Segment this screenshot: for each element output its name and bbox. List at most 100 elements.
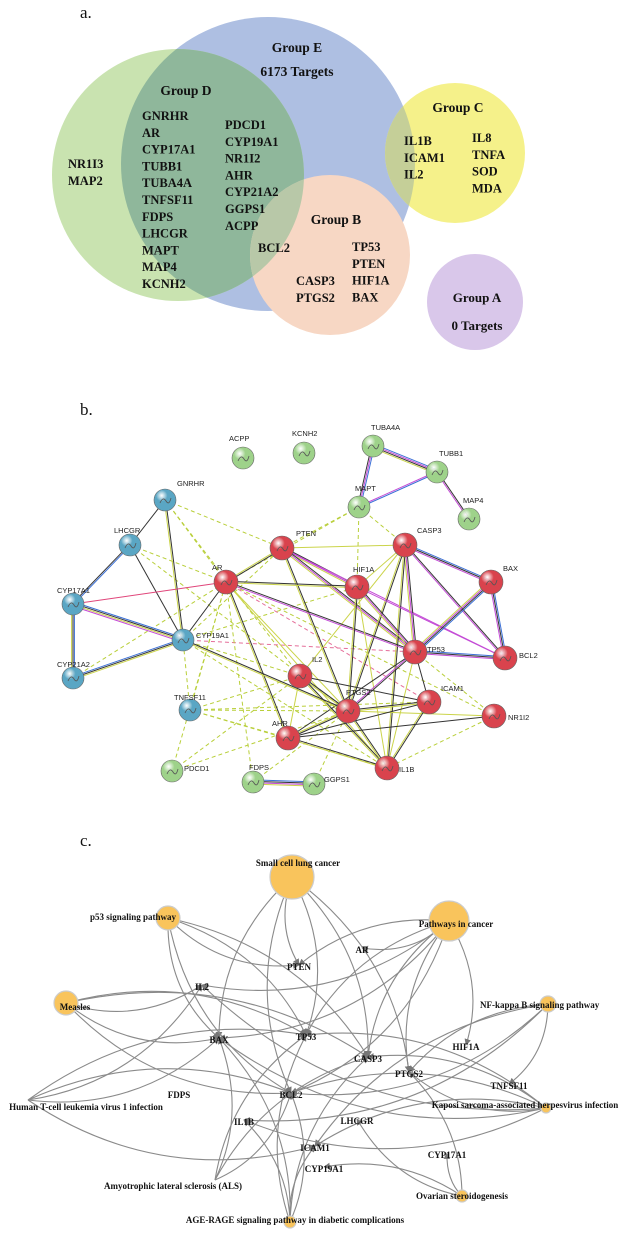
gene-label[interactable]: BAX	[209, 1035, 229, 1045]
ppi-network: b. ACPPKCNH2TUBA4ATUBB1GNRHRMAPTMAP4LHCG…	[57, 400, 538, 796]
pathway-node[interactable]: AGE-RAGE signaling pathway in diabetic c…	[186, 1215, 405, 1229]
ppi-node-bax[interactable]: BAX	[478, 564, 518, 595]
ppi-node-pdcd1[interactable]: PDCD1	[160, 759, 209, 783]
ppi-node-label: MAP4	[463, 496, 483, 505]
ppi-node-mapt[interactable]: MAPT	[347, 484, 376, 519]
ppi-node-gnrhr[interactable]: GNRHR	[153, 479, 205, 512]
pathway-edge	[408, 1071, 547, 1112]
ppi-node-tuba4a[interactable]: TUBA4A	[361, 423, 400, 458]
venn-gene-label: ICAM1	[404, 151, 445, 165]
venn-gene-label: BCL2	[258, 241, 290, 255]
ppi-node-casp3[interactable]: CASP3	[392, 526, 442, 558]
pathway-node[interactable]: Ovarian steroidogenesis	[416, 1189, 509, 1203]
ppi-edge	[348, 702, 430, 713]
venn-gene-label: MAP2	[68, 174, 103, 188]
gene-label[interactable]: FDPS	[168, 1090, 191, 1100]
protein-structure-icon	[485, 579, 498, 586]
ppi-node-il2[interactable]: IL2	[287, 655, 322, 689]
ppi-edge	[491, 581, 507, 658]
pathway-node[interactable]: Measles	[53, 990, 91, 1016]
ppi-edge	[347, 700, 429, 711]
pathway-edge	[167, 917, 369, 1058]
gene-label[interactable]: TP53	[296, 1032, 317, 1042]
ppi-edge	[282, 546, 417, 652]
gene-label[interactable]: IL1B	[234, 1117, 254, 1127]
ppi-edge	[405, 544, 506, 658]
pathway-node[interactable]: p53 signaling pathway	[90, 905, 181, 931]
ppi-edge	[404, 544, 492, 583]
ppi-node-cyp19a1[interactable]: CYP19A1	[171, 628, 229, 652]
protein-structure-icon	[431, 469, 444, 476]
pathway-edge	[508, 1003, 549, 1085]
ppi-node-cyp17a1[interactable]: CYP17A1	[57, 586, 90, 616]
ppi-edge	[372, 446, 437, 474]
gene-label[interactable]: TNFSF11	[490, 1081, 528, 1091]
protein-structure-icon	[247, 779, 260, 786]
venn-gene-label: CYP19A1	[225, 135, 278, 149]
ppi-edge-predicted	[414, 651, 495, 717]
ppi-edge	[299, 675, 430, 703]
protein-structure-icon	[166, 768, 179, 775]
pathway-node[interactable]: NF-kappa B signaling pathway	[480, 995, 600, 1013]
ppi-edge	[281, 544, 406, 549]
ppi-node-map4[interactable]: MAP4	[457, 496, 483, 531]
ppi-edge	[225, 582, 357, 589]
pathway-node-circle	[283, 1215, 297, 1229]
venn-gene-label: TNFSF11	[142, 193, 193, 207]
gene-label[interactable]: PTEN	[287, 962, 312, 972]
ppi-edge	[72, 638, 183, 678]
gene-label[interactable]: ICAM1	[300, 1143, 330, 1153]
gene-label[interactable]: BCL2	[279, 1090, 303, 1100]
gene-label[interactable]: LHCGR	[340, 1116, 374, 1126]
pathway-node[interactable]: Pathways in cancer	[419, 900, 494, 942]
ppi-edge	[73, 601, 184, 639]
ppi-node-nr1i2[interactable]: NR1I2	[481, 703, 529, 729]
pathway-node[interactable]: Small cell lung cancer	[256, 854, 340, 900]
ppi-node-label: TNFSF11	[174, 693, 206, 702]
gene-label[interactable]: CYP17A1	[428, 1150, 467, 1160]
ppi-node-label: IL1B	[399, 765, 414, 774]
ppi-edge	[226, 580, 416, 652]
ppi-node-label: IL2	[312, 655, 322, 664]
ppi-node-label: GNRHR	[177, 479, 205, 488]
ppi-edge	[287, 738, 387, 770]
ppi-node-ahr[interactable]: AHR	[272, 719, 301, 751]
ppi-edge-predicted	[182, 586, 358, 641]
ppi-node-fdps[interactable]: FDPS	[241, 763, 269, 794]
ppi-node-bcl2[interactable]: BCL2	[492, 645, 538, 671]
ppi-edge	[281, 547, 416, 653]
pathway-node[interactable]: Human T-cell leukemia virus 1 infection	[9, 1102, 163, 1112]
ppi-node-il1b[interactable]: IL1B	[374, 755, 414, 781]
ppi-node-lhcgr[interactable]: LHCGR	[114, 526, 142, 557]
ppi-edge	[357, 585, 417, 652]
ppi-node-tnfsf11[interactable]: TNFSF11	[174, 693, 206, 722]
ppi-node-tubb1[interactable]: TUBB1	[425, 449, 463, 484]
ppi-node-cyp21a2[interactable]: CYP21A2	[57, 660, 90, 690]
ppi-node-tp53[interactable]: TP53	[402, 639, 445, 665]
protein-structure-icon	[282, 735, 295, 742]
venn-gene-label: PDCD1	[225, 118, 266, 132]
gene-label[interactable]: CYP19A1	[305, 1164, 344, 1174]
ppi-node-label: AHR	[272, 719, 288, 728]
gene-label[interactable]: PTGS2	[395, 1069, 424, 1079]
ppi-node-label: HIF1A	[353, 565, 374, 574]
gene-label[interactable]: AR	[356, 945, 369, 955]
ppi-edge	[413, 580, 490, 651]
ppi-edge	[348, 652, 416, 712]
ppi-node-kcnh2[interactable]: KCNH2	[292, 429, 317, 465]
ppi-edge	[489, 582, 505, 659]
ppi-node-acpp[interactable]: ACPP	[229, 434, 255, 470]
gene-label[interactable]: CASP3	[354, 1054, 383, 1064]
gene-label[interactable]: IL2	[195, 982, 210, 992]
pathway-node[interactable]: Amyotrophic lateral sclerosis (ALS)	[104, 1181, 242, 1191]
gene-label[interactable]: HIF1A	[453, 1042, 481, 1052]
ppi-node-pten[interactable]: PTEN	[269, 529, 316, 561]
ppi-node-ggps1[interactable]: GGPS1	[302, 772, 350, 796]
ppi-node-hif1a[interactable]: HIF1A	[344, 565, 374, 600]
ppi-node-ptgs2[interactable]: PTGS2	[335, 688, 371, 724]
ppi-node-ar[interactable]: AR	[212, 563, 239, 595]
ppi-node-icam1[interactable]: ICAM1	[416, 684, 464, 715]
pathway-node[interactable]: Kaposi sarcoma-associated herpesvirus in…	[432, 1100, 619, 1114]
pathway-label: Pathways in cancer	[419, 919, 494, 929]
